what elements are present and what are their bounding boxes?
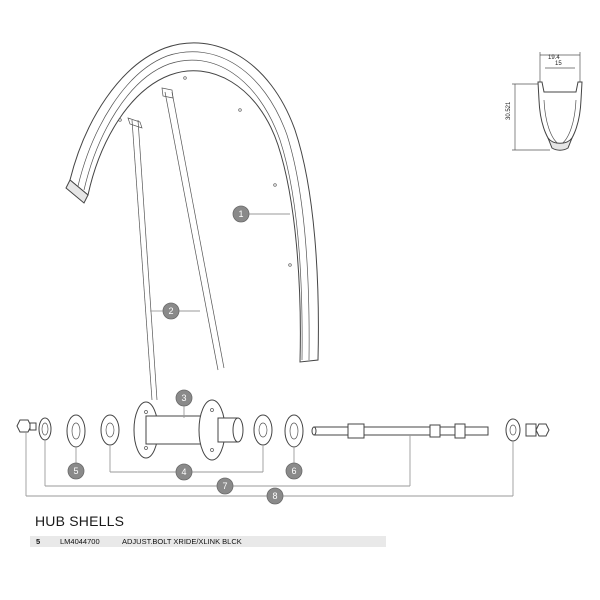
svg-text:7: 7 [222, 481, 227, 491]
svg-text:8: 8 [272, 491, 277, 501]
callout-2[interactable]: 2 [162, 302, 180, 320]
callout-6[interactable]: 6 [285, 462, 303, 480]
callout-4[interactable]: 4 [175, 463, 193, 481]
callout-1[interactable]: 1 [232, 205, 250, 223]
part-description: ADJUST.BOLT XRIDE/XLINK BLCK [122, 537, 242, 546]
part-number: 5 [36, 537, 41, 546]
bearing-left[interactable] [66, 414, 86, 448]
callout-8[interactable]: 8 [266, 487, 284, 505]
svg-text:6: 6 [291, 466, 296, 476]
exploded-wheel-diagram: 19.4 15 30.521 [16, 42, 583, 505]
axle[interactable] [311, 423, 489, 439]
callout-3[interactable]: 3 [175, 389, 193, 407]
svg-text:4: 4 [181, 467, 186, 477]
adjust-bolt-right[interactable] [525, 423, 550, 437]
callout-7[interactable]: 7 [216, 477, 234, 495]
dim-height: 30.521 [506, 101, 512, 120]
svg-text:2: 2 [168, 306, 173, 316]
svg-text:5: 5 [73, 466, 78, 476]
leader-lines [25, 213, 514, 497]
parts-table-row[interactable]: 5 LM4044700 ADJUST.BOLT XRIDE/XLINK BLCK [30, 536, 386, 547]
callout-5[interactable]: 5 [67, 462, 85, 480]
svg-text:3: 3 [181, 393, 186, 403]
dim-outer-width: 19.4 [548, 55, 560, 61]
adjust-bolt-left[interactable] [16, 419, 37, 433]
bearing-right[interactable] [284, 414, 304, 448]
spokes[interactable] [127, 87, 225, 401]
end-cap[interactable] [505, 418, 521, 442]
dim-inner-width: 15 [555, 61, 562, 67]
rim-profile-section: 19.4 15 30.521 [506, 52, 583, 151]
rim[interactable] [65, 42, 319, 363]
section-title: HUB SHELLS [35, 513, 125, 529]
spacer-left[interactable] [100, 414, 120, 446]
svg-text:1: 1 [238, 209, 243, 219]
hub-body[interactable] [133, 399, 244, 461]
part-reference: LM4044700 [60, 537, 100, 546]
nut-washer[interactable] [38, 417, 52, 441]
spacer-right[interactable] [253, 414, 273, 446]
